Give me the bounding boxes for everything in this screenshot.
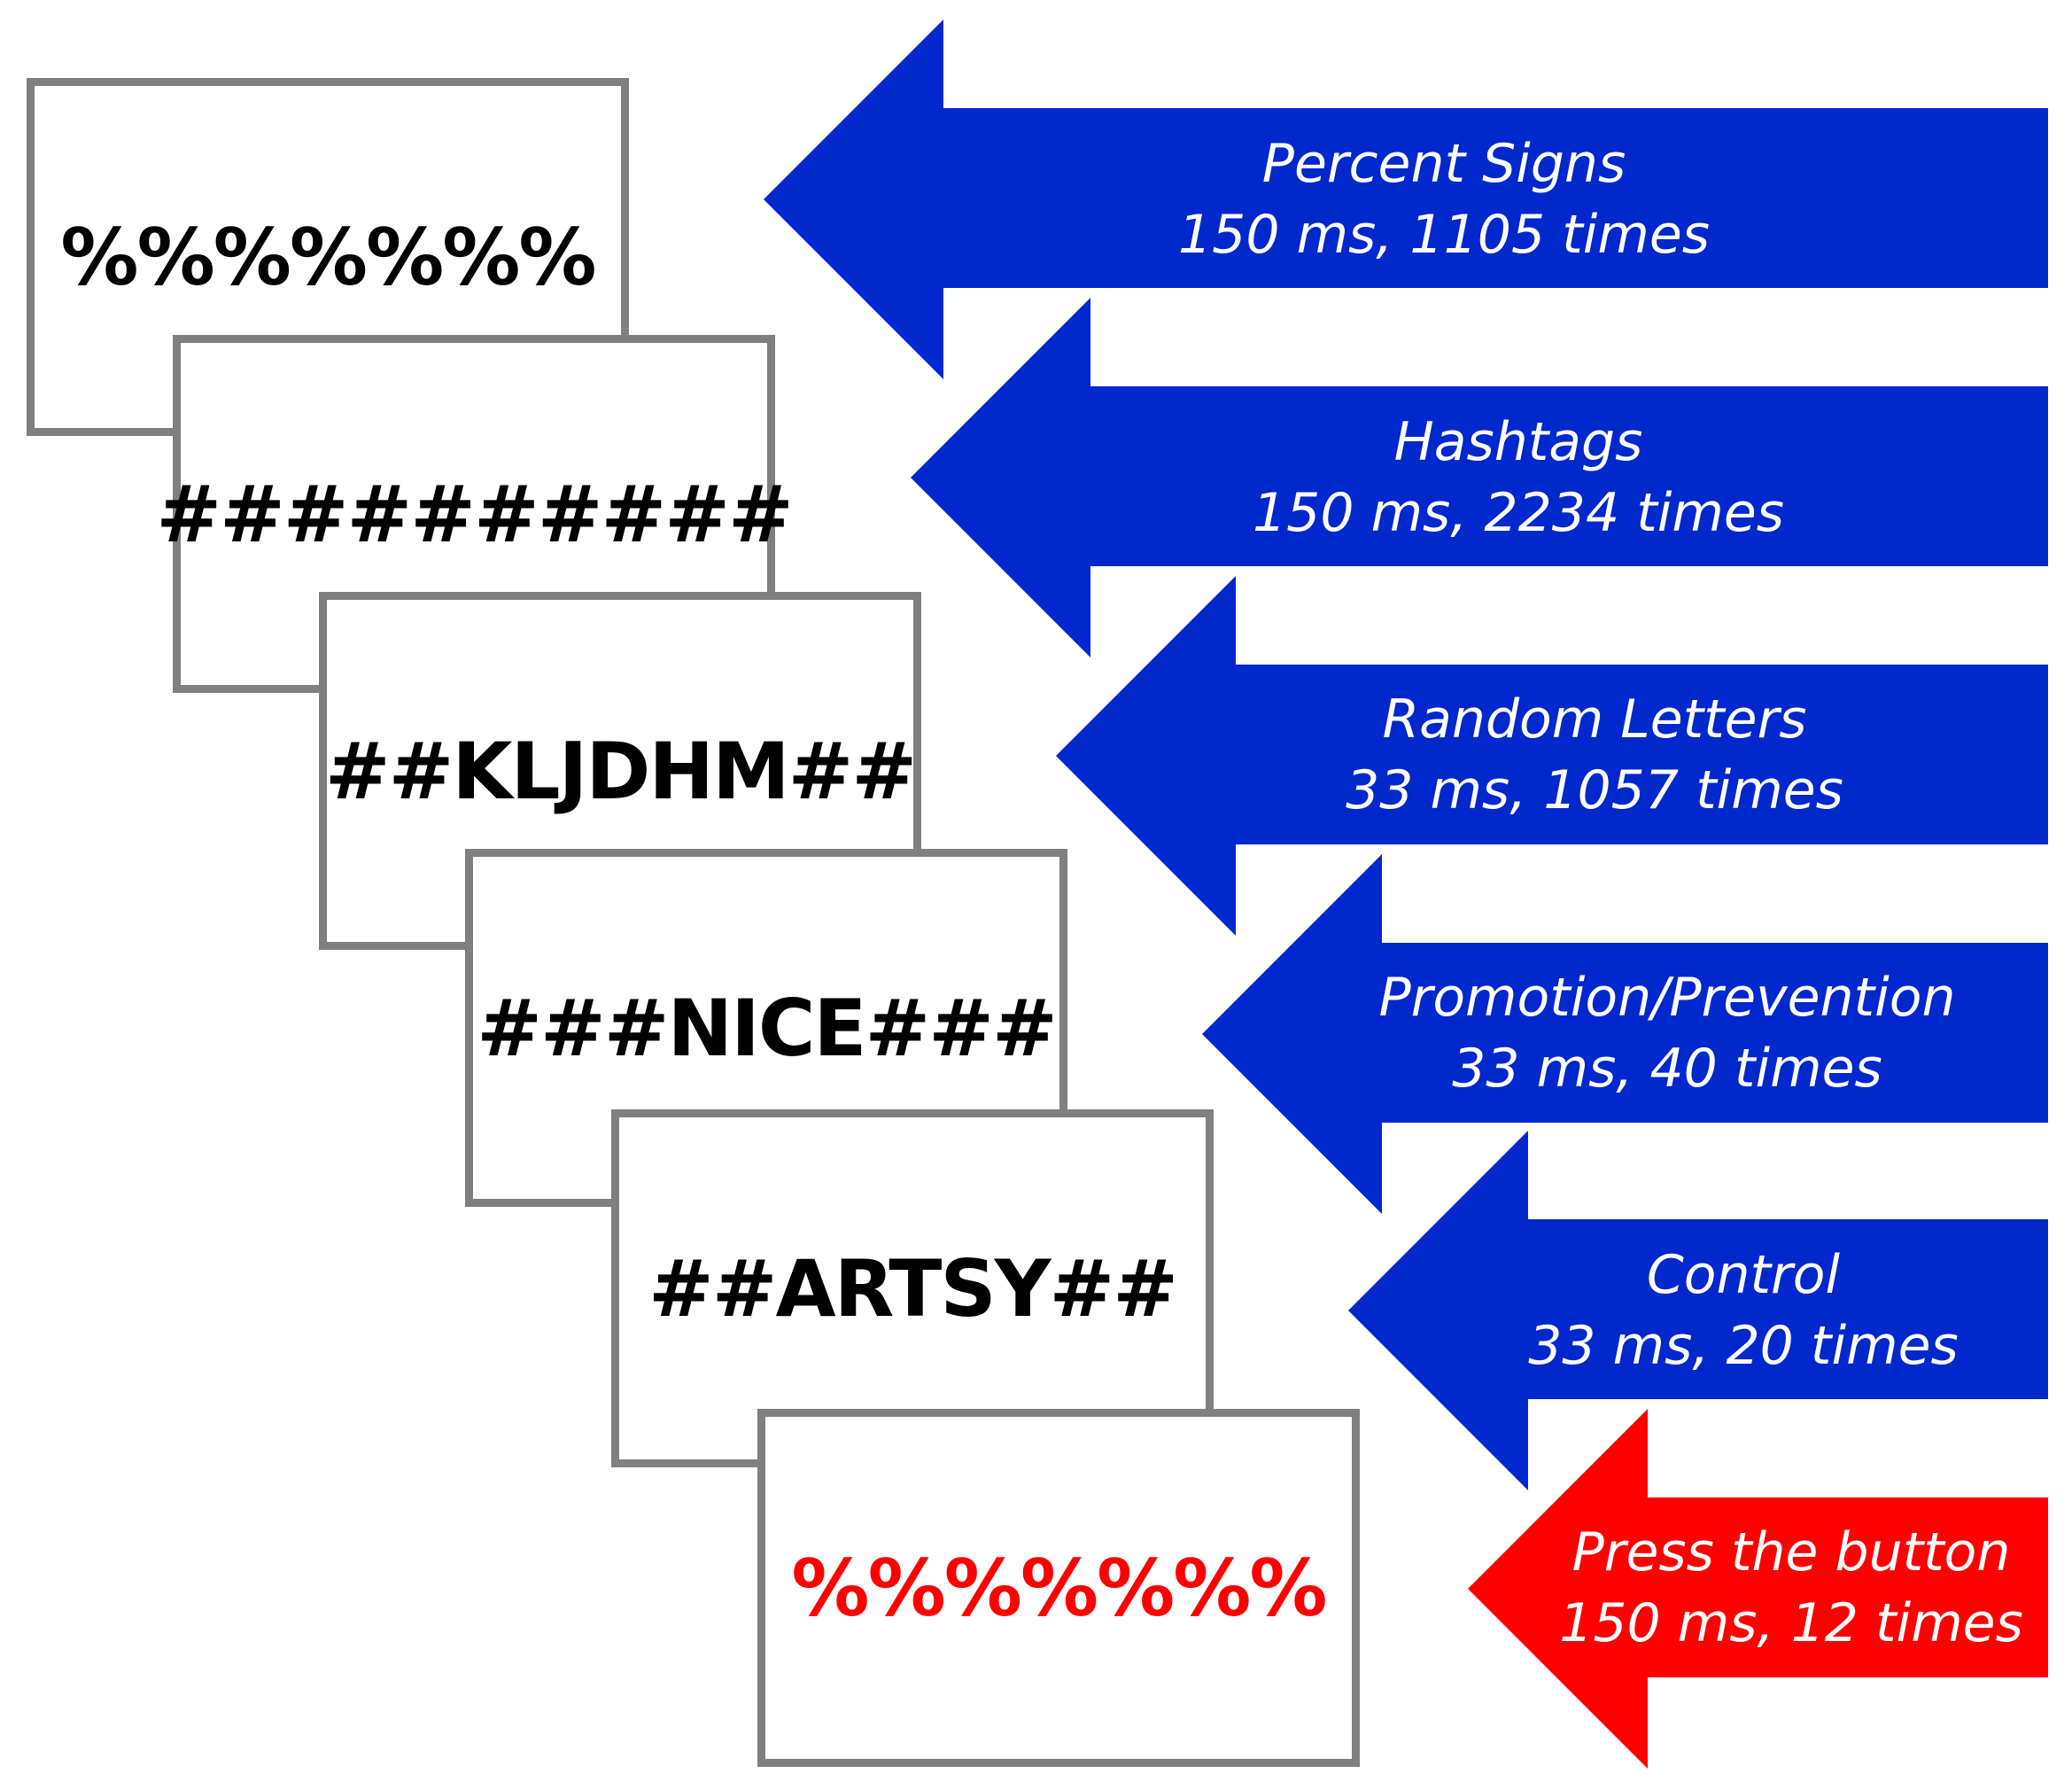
screen-control: ##ARTSY## <box>611 1109 1214 1467</box>
arrow-shape <box>1202 854 2048 1214</box>
arrow-label-promotion-prevention: Promotion/Prevention 33 ms, 40 times <box>1286 962 2048 1104</box>
arrow-label-control: Control 33 ms, 20 times <box>1362 1240 2072 1381</box>
arrow-random-letters <box>1056 576 2048 936</box>
condition-detail: 33 ms, 40 times <box>1452 1038 1882 1100</box>
condition-name: Hashtags <box>1393 411 1643 473</box>
condition-name: Percent Signs <box>1261 133 1626 195</box>
screen-stimulus-text: ########## <box>156 468 793 560</box>
condition-detail: 150 ms, 2234 times <box>1252 482 1785 544</box>
arrow-shape <box>1056 576 2048 936</box>
screen-stimulus-text: %%%%%%% <box>60 211 596 303</box>
screen-stimulus-text: ##KLJDHM## <box>324 725 917 817</box>
condition-name: Promotion/Prevention <box>1378 967 1956 1029</box>
condition-name: Random Letters <box>1382 688 1807 751</box>
arrow-shape <box>1348 1131 2048 1490</box>
condition-detail: 33 ms, 20 times <box>1528 1315 1959 1377</box>
screen-stimulus-text: ###NICE### <box>477 982 1057 1074</box>
arrow-label-random-letters: Random Letters 33 ms, 1057 times <box>1214 684 1975 826</box>
arrow-shape <box>1468 1409 2048 1769</box>
arrow-promotion-prevention <box>1202 854 2048 1214</box>
condition-detail: 150 ms, 1105 times <box>1177 204 1711 266</box>
arrow-label-percent-signs: Percent Signs 150 ms, 1105 times <box>1063 128 1825 270</box>
condition-name: Press the button <box>1571 1521 2011 1583</box>
screen-stimulus-text: ##ARTSY## <box>648 1242 1178 1334</box>
condition-detail: 150 ms, 12 times <box>1559 1592 2023 1654</box>
screen-press-the-button: %%%%%%% <box>757 1409 1360 1767</box>
arrow-control <box>1348 1131 2048 1490</box>
condition-detail: 33 ms, 1057 times <box>1346 759 1843 821</box>
arrow-press-the-button <box>1468 1409 2048 1769</box>
arrow-shape <box>764 19 2048 379</box>
screen-stimulus-text: %%%%%%% <box>791 1542 1327 1634</box>
arrow-shape <box>911 298 2048 657</box>
condition-name: Control <box>1646 1244 1841 1306</box>
arrow-label-hashtags: Hashtags 150 ms, 2234 times <box>1137 407 1899 548</box>
arrow-label-press-the-button: Press the button 150 ms, 12 times <box>1543 1517 2039 1659</box>
arrow-percent-signs <box>764 19 2048 379</box>
arrow-hashtags <box>911 298 2048 657</box>
